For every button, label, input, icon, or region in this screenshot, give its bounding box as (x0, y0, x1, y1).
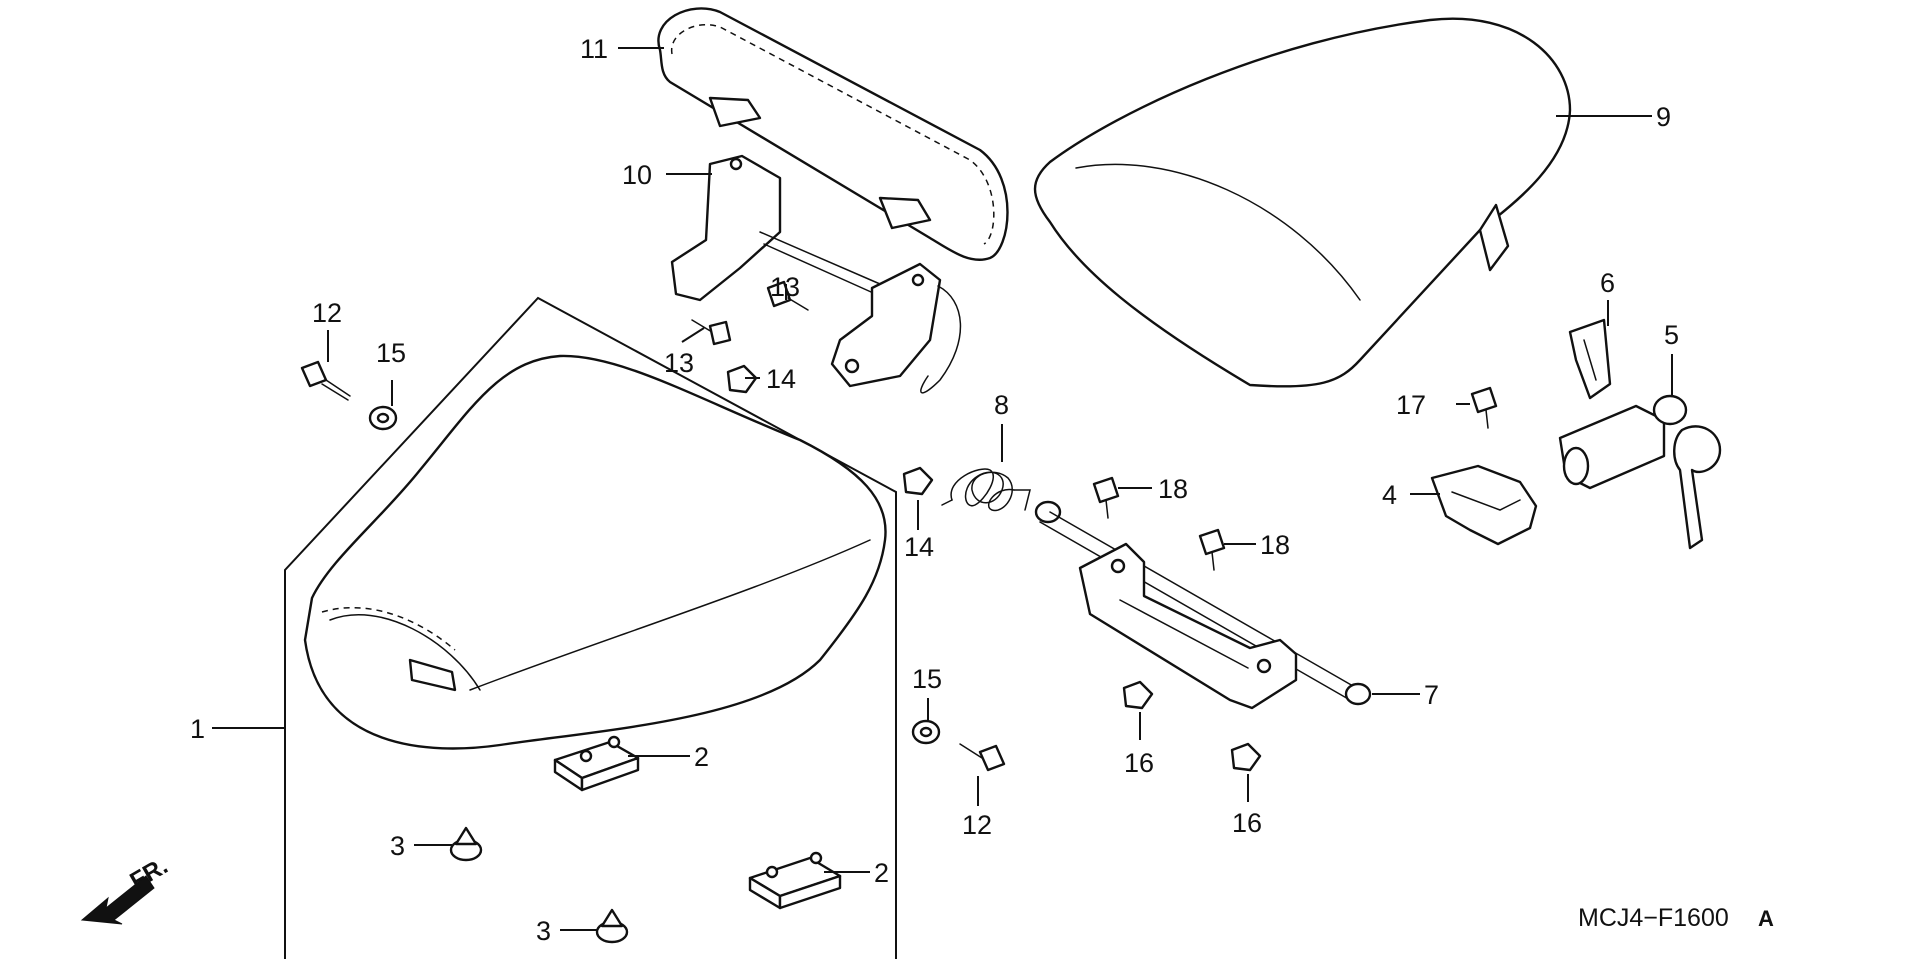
part-label-13: 13 (664, 348, 694, 378)
leader-lines (212, 47, 1673, 931)
seat-bolt (300, 360, 351, 401)
cable-clip (1568, 318, 1612, 400)
part-label-10: 10 (622, 160, 652, 190)
hinge-bolt (766, 280, 809, 311)
lock-nut (1122, 680, 1154, 710)
seat-hinge-bracket (670, 154, 962, 394)
seat-washer (911, 719, 941, 745)
seat-latch (1430, 464, 1538, 546)
part-label-3: 3 (390, 831, 405, 861)
part-label-2: 2 (874, 858, 889, 888)
hinge-nut (902, 466, 934, 496)
seat-cushion-rubber (595, 908, 629, 944)
hinge-bolt (691, 319, 732, 346)
part-label-12: 12 (962, 810, 992, 840)
part-label-14: 14 (904, 532, 934, 562)
hinge-nut (726, 364, 758, 394)
part-label-5: 5 (1664, 320, 1679, 350)
part-label-15: 15 (376, 338, 406, 368)
part-label-9: 9 (1656, 102, 1671, 132)
rear-seat-cowl (1033, 17, 1572, 388)
part-label-7: 7 (1424, 680, 1439, 710)
part-label-17: 17 (1396, 390, 1426, 420)
seat-mounting-pad (748, 851, 842, 910)
lock-bracket-bolt (1092, 476, 1120, 519)
part-label-14: 14 (766, 364, 796, 394)
seat-washer (368, 405, 398, 431)
part-label-18: 18 (1260, 530, 1290, 560)
part-label-16: 16 (1124, 748, 1154, 778)
lock-bracket-bolt (1198, 528, 1226, 571)
grab-rail (657, 7, 1009, 261)
part-label-13: 13 (770, 272, 800, 302)
part-label-8: 8 (994, 390, 1009, 420)
part-label-16: 16 (1232, 808, 1262, 838)
part-label-1: 1 (190, 714, 205, 744)
part-label-3: 3 (536, 916, 551, 946)
seat-lock-bracket (1039, 511, 1372, 710)
front-seat (284, 296, 897, 959)
drawing-code: MCJ4−F1600 (1578, 904, 1729, 932)
seat-mounting-pad (553, 735, 640, 792)
part-label-4: 4 (1382, 480, 1397, 510)
seat-bolt (959, 743, 1006, 772)
latch-bolt (1470, 386, 1498, 429)
part-label-12: 12 (312, 298, 342, 328)
drawing-code-suffix: A (1758, 906, 1774, 931)
lock-nut (1230, 742, 1262, 772)
seat-cushion-rubber (449, 826, 483, 862)
part-label-6: 6 (1600, 268, 1615, 298)
part-label-11: 11 (580, 34, 608, 64)
hinge-spring (941, 468, 1062, 524)
front-direction-arrow: FR. (80, 852, 172, 925)
seat-lock-cylinder (1558, 394, 1688, 490)
part-label-18: 18 (1158, 474, 1188, 504)
part-label-2: 2 (694, 742, 709, 772)
part-label-15: 15 (912, 664, 942, 694)
key (1673, 425, 1722, 550)
